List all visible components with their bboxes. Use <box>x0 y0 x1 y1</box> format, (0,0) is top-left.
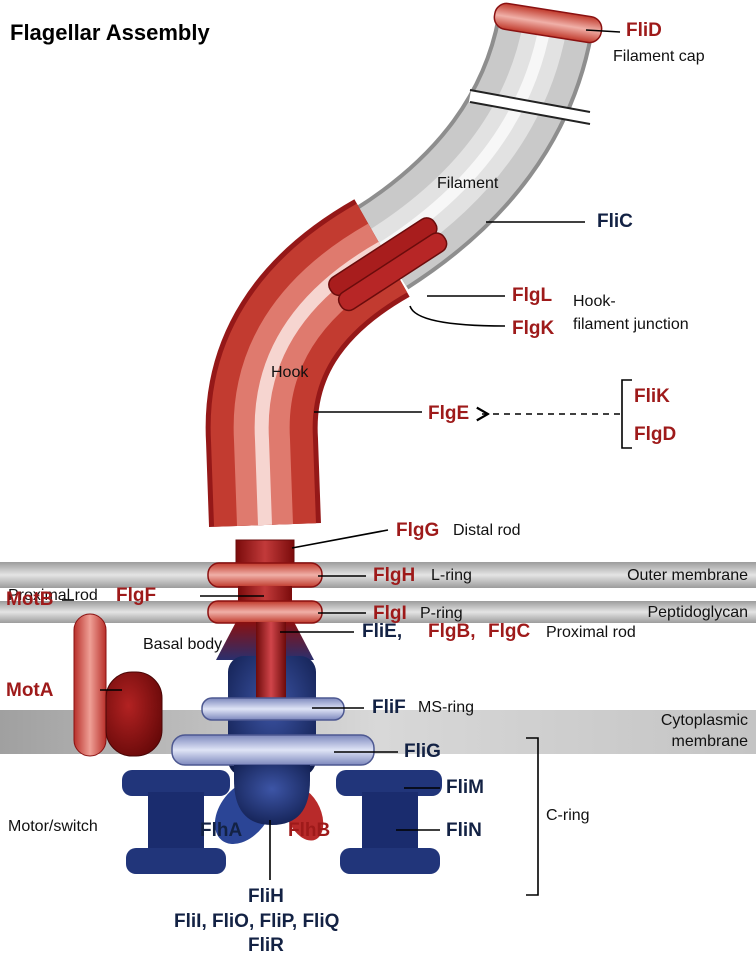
flih-label: FliH <box>248 886 284 907</box>
hook-filament-junction-label-2: filament junction <box>573 316 689 333</box>
distal-rod-label: Distal rod <box>453 522 521 539</box>
flgg-label: FlgG <box>396 520 440 541</box>
flim-label: FliM <box>446 777 484 798</box>
flgc-label: FlgC <box>488 621 531 642</box>
c-ring-label: C-ring <box>546 807 590 824</box>
hook-label: Hook <box>271 364 309 381</box>
motor-switch-label: Motor/switch <box>8 818 98 835</box>
p-ring-label: P-ring <box>420 605 463 622</box>
peptidoglycan-label: Peptidoglycan <box>647 604 748 621</box>
export-core <box>234 765 310 825</box>
distal-rod <box>235 539 295 567</box>
p-ring <box>207 600 323 624</box>
filament-label: Filament <box>437 175 499 192</box>
cytoplasmic-membrane-label-1: Cytoplasmic <box>660 712 748 729</box>
outer-membrane <box>0 562 756 588</box>
ms-ring-label: MS-ring <box>418 699 475 716</box>
filament-cap-label: Filament cap <box>613 48 705 65</box>
flif-label: FliF <box>372 697 406 718</box>
flgh-label: FlgH <box>373 565 416 586</box>
proximal-rod-right-label: Proximal rod <box>546 624 636 641</box>
flir-label: FliR <box>248 935 284 956</box>
cytoplasmic-membrane-label-2: membrane <box>671 733 748 750</box>
flic-label: FliC <box>597 211 633 232</box>
l-ring-label: L-ring <box>431 567 472 584</box>
flie-label: FliE, <box>362 621 403 642</box>
motb-label: MotB <box>6 589 54 610</box>
export-group-label: FliI, FliO, FliP, FliQ <box>174 911 340 932</box>
c-ring-left <box>122 770 230 874</box>
flgf-label: FlgF <box>116 585 157 606</box>
flgd-label: FlgD <box>634 424 677 445</box>
c-ring-right <box>336 770 442 874</box>
flhb-label: FlhB <box>288 820 331 841</box>
ms-ring <box>201 697 345 721</box>
mota <box>105 671 163 757</box>
flin-label: FliN <box>446 820 482 841</box>
flha-label: FlhA <box>200 820 243 841</box>
flid-label: FliD <box>626 20 662 41</box>
flgi-label: FlgI <box>373 603 407 624</box>
filament <box>355 16 594 290</box>
diagram-title: Flagellar Assembly <box>10 20 210 45</box>
motb <box>73 613 107 757</box>
outer-membrane-label: Outer membrane <box>627 567 748 584</box>
proximal-rod-left-label: Proximal rod <box>8 587 98 604</box>
filament-break <box>468 89 592 125</box>
flgk-label: FlgK <box>512 318 555 339</box>
flgb-label: FlgB, <box>428 621 476 642</box>
flgl-label: FlgL <box>512 285 553 306</box>
flik-label: FliK <box>634 386 670 407</box>
flge-label: FlgE <box>428 403 470 424</box>
peptidoglycan-layer <box>0 601 756 623</box>
proximal-rod-core <box>256 622 286 698</box>
mota-label: MotA <box>6 680 54 701</box>
l-ring <box>207 562 323 588</box>
leader-lines <box>62 29 632 896</box>
hook-filament-junction <box>328 217 448 312</box>
basal-body-label: Basal body <box>143 636 223 653</box>
flig-ring <box>171 734 375 766</box>
flig-label: FliG <box>404 741 441 762</box>
hook-filament-junction-label-1: Hook- <box>573 293 616 310</box>
proximal-rod-segment <box>238 586 292 604</box>
